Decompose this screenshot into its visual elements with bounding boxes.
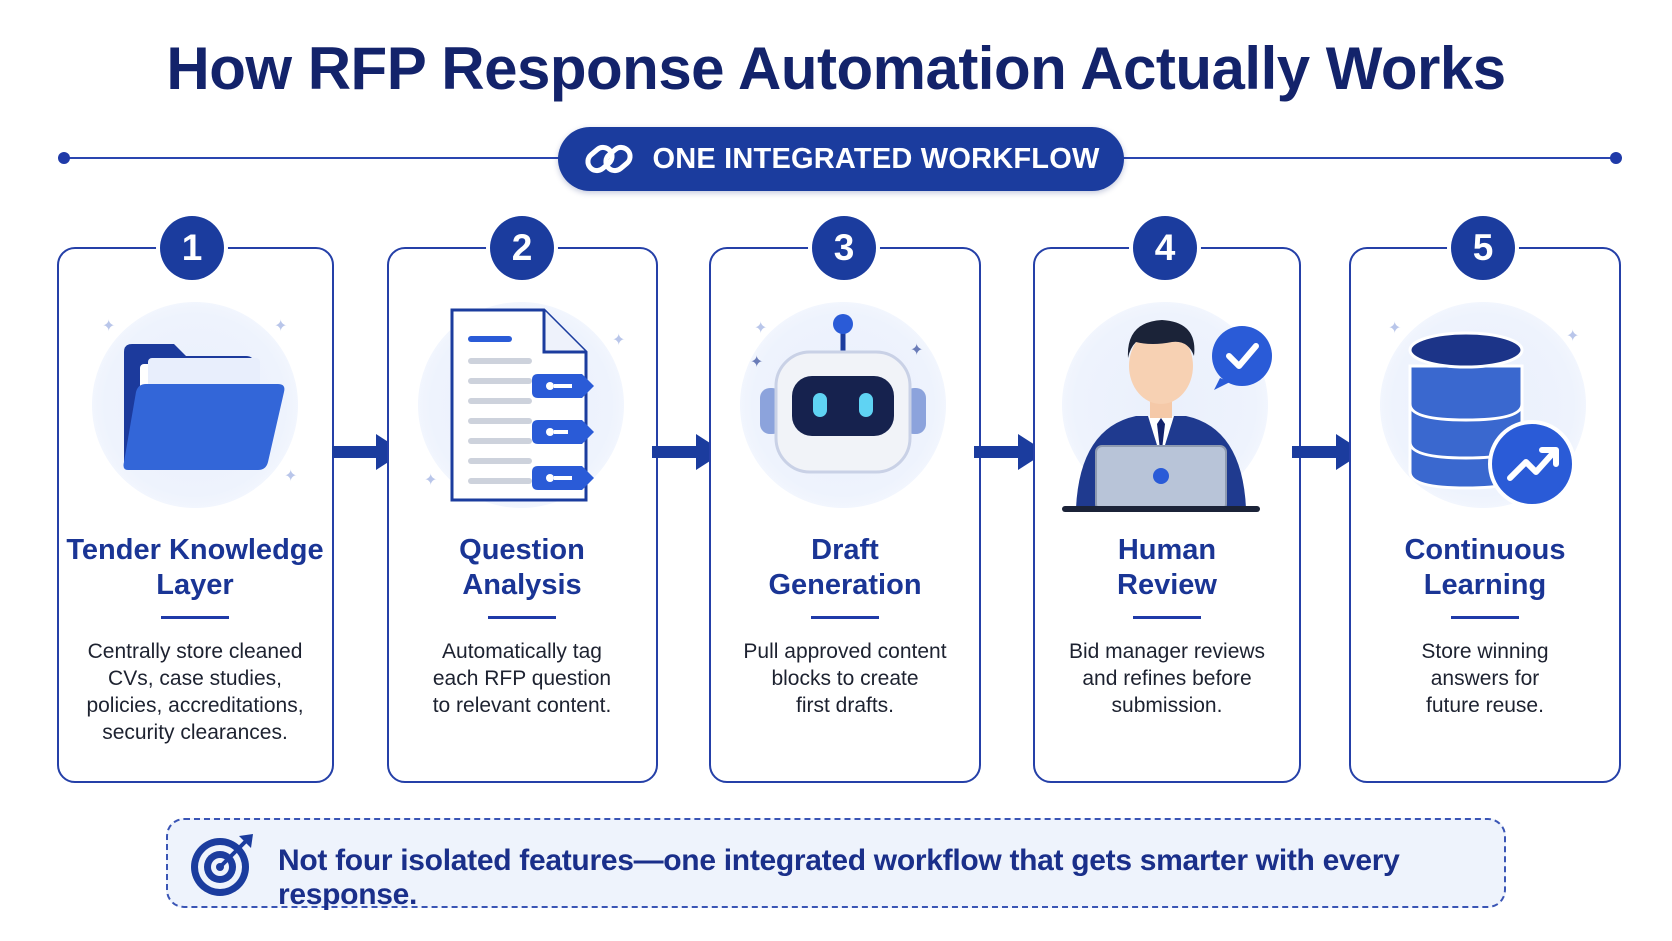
robot-icon (760, 314, 926, 474)
page-title: How RFP Response Automation Actually Wor… (166, 35, 1506, 102)
divider-end-dot (58, 152, 70, 164)
title-underline (488, 616, 556, 619)
title-underline (811, 616, 879, 619)
step-number-badge: 1 (160, 216, 224, 280)
step-number-badge: 5 (1451, 216, 1515, 280)
chain-link-icon (585, 144, 634, 174)
arrow-right-icon (1292, 434, 1364, 470)
footer-callout (166, 818, 1506, 908)
arrow-right-icon (974, 434, 1046, 470)
title-underline (161, 616, 229, 619)
arrow-right-icon (332, 434, 404, 470)
reviewer-with-laptop-icon (1062, 320, 1272, 512)
footer-text: Not four isolated features—one integrate… (278, 844, 1400, 911)
database-growth-icon (1408, 331, 1576, 506)
arrow-right-icon (652, 434, 724, 470)
title-underline (1133, 616, 1201, 619)
divider-end-dot (1610, 152, 1622, 164)
target-icon (191, 834, 253, 896)
workflow-banner: ONE INTEGRATED WORKFLOW (558, 127, 1124, 191)
step-number-badge: 4 (1133, 216, 1197, 280)
tagged-document-icon (450, 308, 594, 502)
title-underline (1451, 616, 1519, 619)
banner-label: ONE INTEGRATED WORKFLOW (652, 142, 1100, 175)
folder-icon (123, 344, 285, 470)
step-number-badge: 2 (490, 216, 554, 280)
step-number-badge: 3 (812, 216, 876, 280)
